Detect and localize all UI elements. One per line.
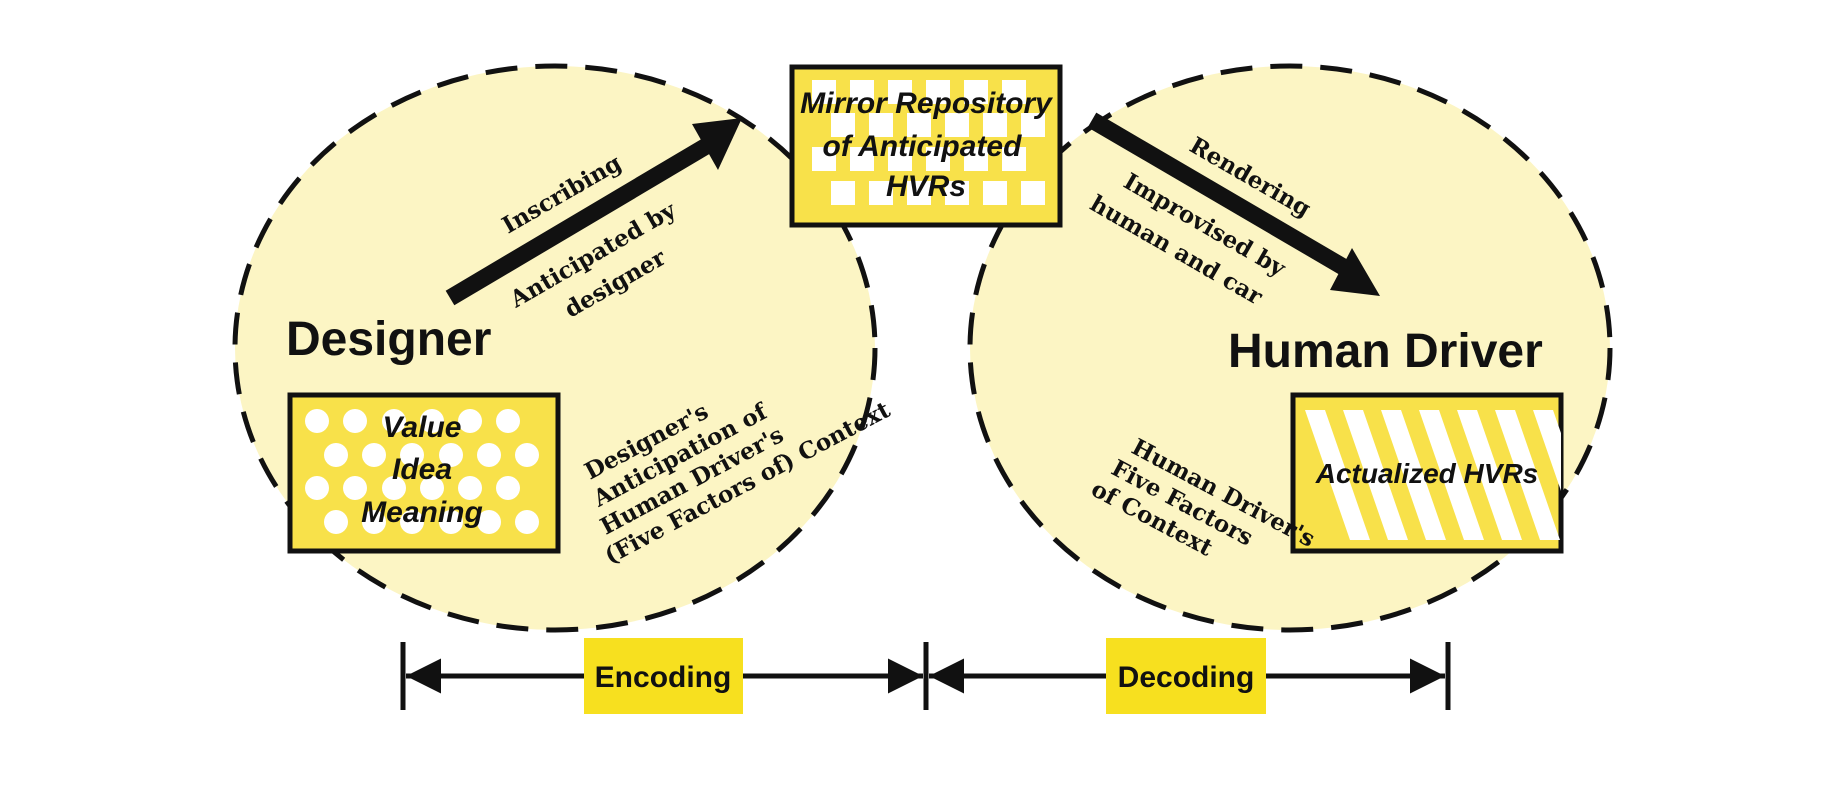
pattern-square: [888, 80, 912, 104]
pattern-square: [850, 80, 874, 104]
pattern-square: [1002, 147, 1026, 171]
pattern-square: [850, 147, 874, 171]
pattern-dot: [362, 443, 386, 467]
mirror-repository: Mirror Repository of Anticipated HVRs: [789, 64, 1063, 228]
pattern-dot: [420, 409, 444, 433]
pattern-dot: [515, 443, 539, 467]
encoding-label: Encoding: [595, 661, 732, 694]
pattern-square: [1021, 181, 1045, 205]
pattern-stripe: [1457, 410, 1522, 540]
actualized-hvrs-box: Actualized HVRs: [1290, 392, 1564, 554]
pattern-dot: [400, 510, 424, 534]
pattern-square: [983, 113, 1007, 137]
pattern-square: [812, 147, 836, 171]
pattern-dot: [439, 510, 463, 534]
box-line-meaning: Meaning: [361, 496, 483, 529]
pattern-dot: [343, 476, 367, 500]
pattern-stripe: [1343, 410, 1408, 540]
pattern-square: [945, 181, 969, 205]
pattern-dot: [477, 443, 501, 467]
pattern-square: [945, 113, 969, 137]
pattern-square: [964, 147, 988, 171]
pattern-square: [907, 181, 931, 205]
pattern-dot: [477, 510, 501, 534]
pattern-square: [983, 181, 1007, 205]
pattern-dot: [305, 409, 329, 433]
pattern-square: [869, 181, 893, 205]
pattern-dot: [305, 476, 329, 500]
pattern-dot: [458, 409, 482, 433]
pattern-square: [926, 147, 950, 171]
actualized-hvrs-label: Actualized HVRs: [1315, 458, 1539, 489]
pattern-dot: [515, 510, 539, 534]
repository-line-3: HVRs: [886, 170, 966, 203]
rendering-arrow: [1087, 112, 1380, 296]
pattern-dot: [458, 476, 482, 500]
pattern-square: [831, 113, 855, 137]
pattern-stripe: [1495, 410, 1560, 540]
pattern-dot: [382, 476, 406, 500]
decoding-label: Decoding: [1118, 661, 1255, 694]
repository-pattern: [812, 80, 1045, 205]
pattern-dot: [496, 476, 520, 500]
box-line-idea: Idea: [392, 453, 452, 486]
timeline: Encoding Decoding: [400, 638, 1451, 714]
pattern-square: [1002, 80, 1026, 104]
pattern-dot: [343, 409, 367, 433]
driver-title: Human Driver: [1228, 325, 1543, 378]
designer-title: Designer: [286, 313, 491, 366]
pattern-square: [831, 181, 855, 205]
pattern-square: [964, 80, 988, 104]
pattern-stripe: [1533, 410, 1561, 491]
dot-pattern: [305, 409, 539, 534]
pattern-square: [907, 113, 931, 137]
decoding-pill: [1106, 638, 1266, 714]
repository-line-1: Mirror Repository: [800, 87, 1053, 120]
pattern-square: [869, 113, 893, 137]
pattern-dot: [324, 510, 348, 534]
box-line-value: Value: [383, 411, 462, 444]
encoding-pill: [584, 638, 743, 714]
pattern-square: [1021, 113, 1045, 137]
inscribing-arrow: [445, 118, 742, 306]
pattern-square: [812, 80, 836, 104]
pattern-dot: [496, 409, 520, 433]
pattern-stripe: [1419, 410, 1484, 540]
repository-line-2: of Anticipated: [823, 130, 1023, 163]
pattern-dot: [362, 510, 386, 534]
pattern-dot: [439, 443, 463, 467]
pattern-dot: [382, 409, 406, 433]
pattern-square: [888, 147, 912, 171]
pattern-stripe: [1381, 410, 1446, 540]
stripe-pattern: [1305, 410, 1561, 540]
pattern-dot: [400, 443, 424, 467]
pattern-stripe: [1305, 410, 1370, 540]
pattern-dot: [324, 443, 348, 467]
value-idea-meaning-box: Value Idea Meaning: [287, 392, 561, 554]
pattern-square: [926, 80, 950, 104]
pattern-dot: [420, 476, 444, 500]
